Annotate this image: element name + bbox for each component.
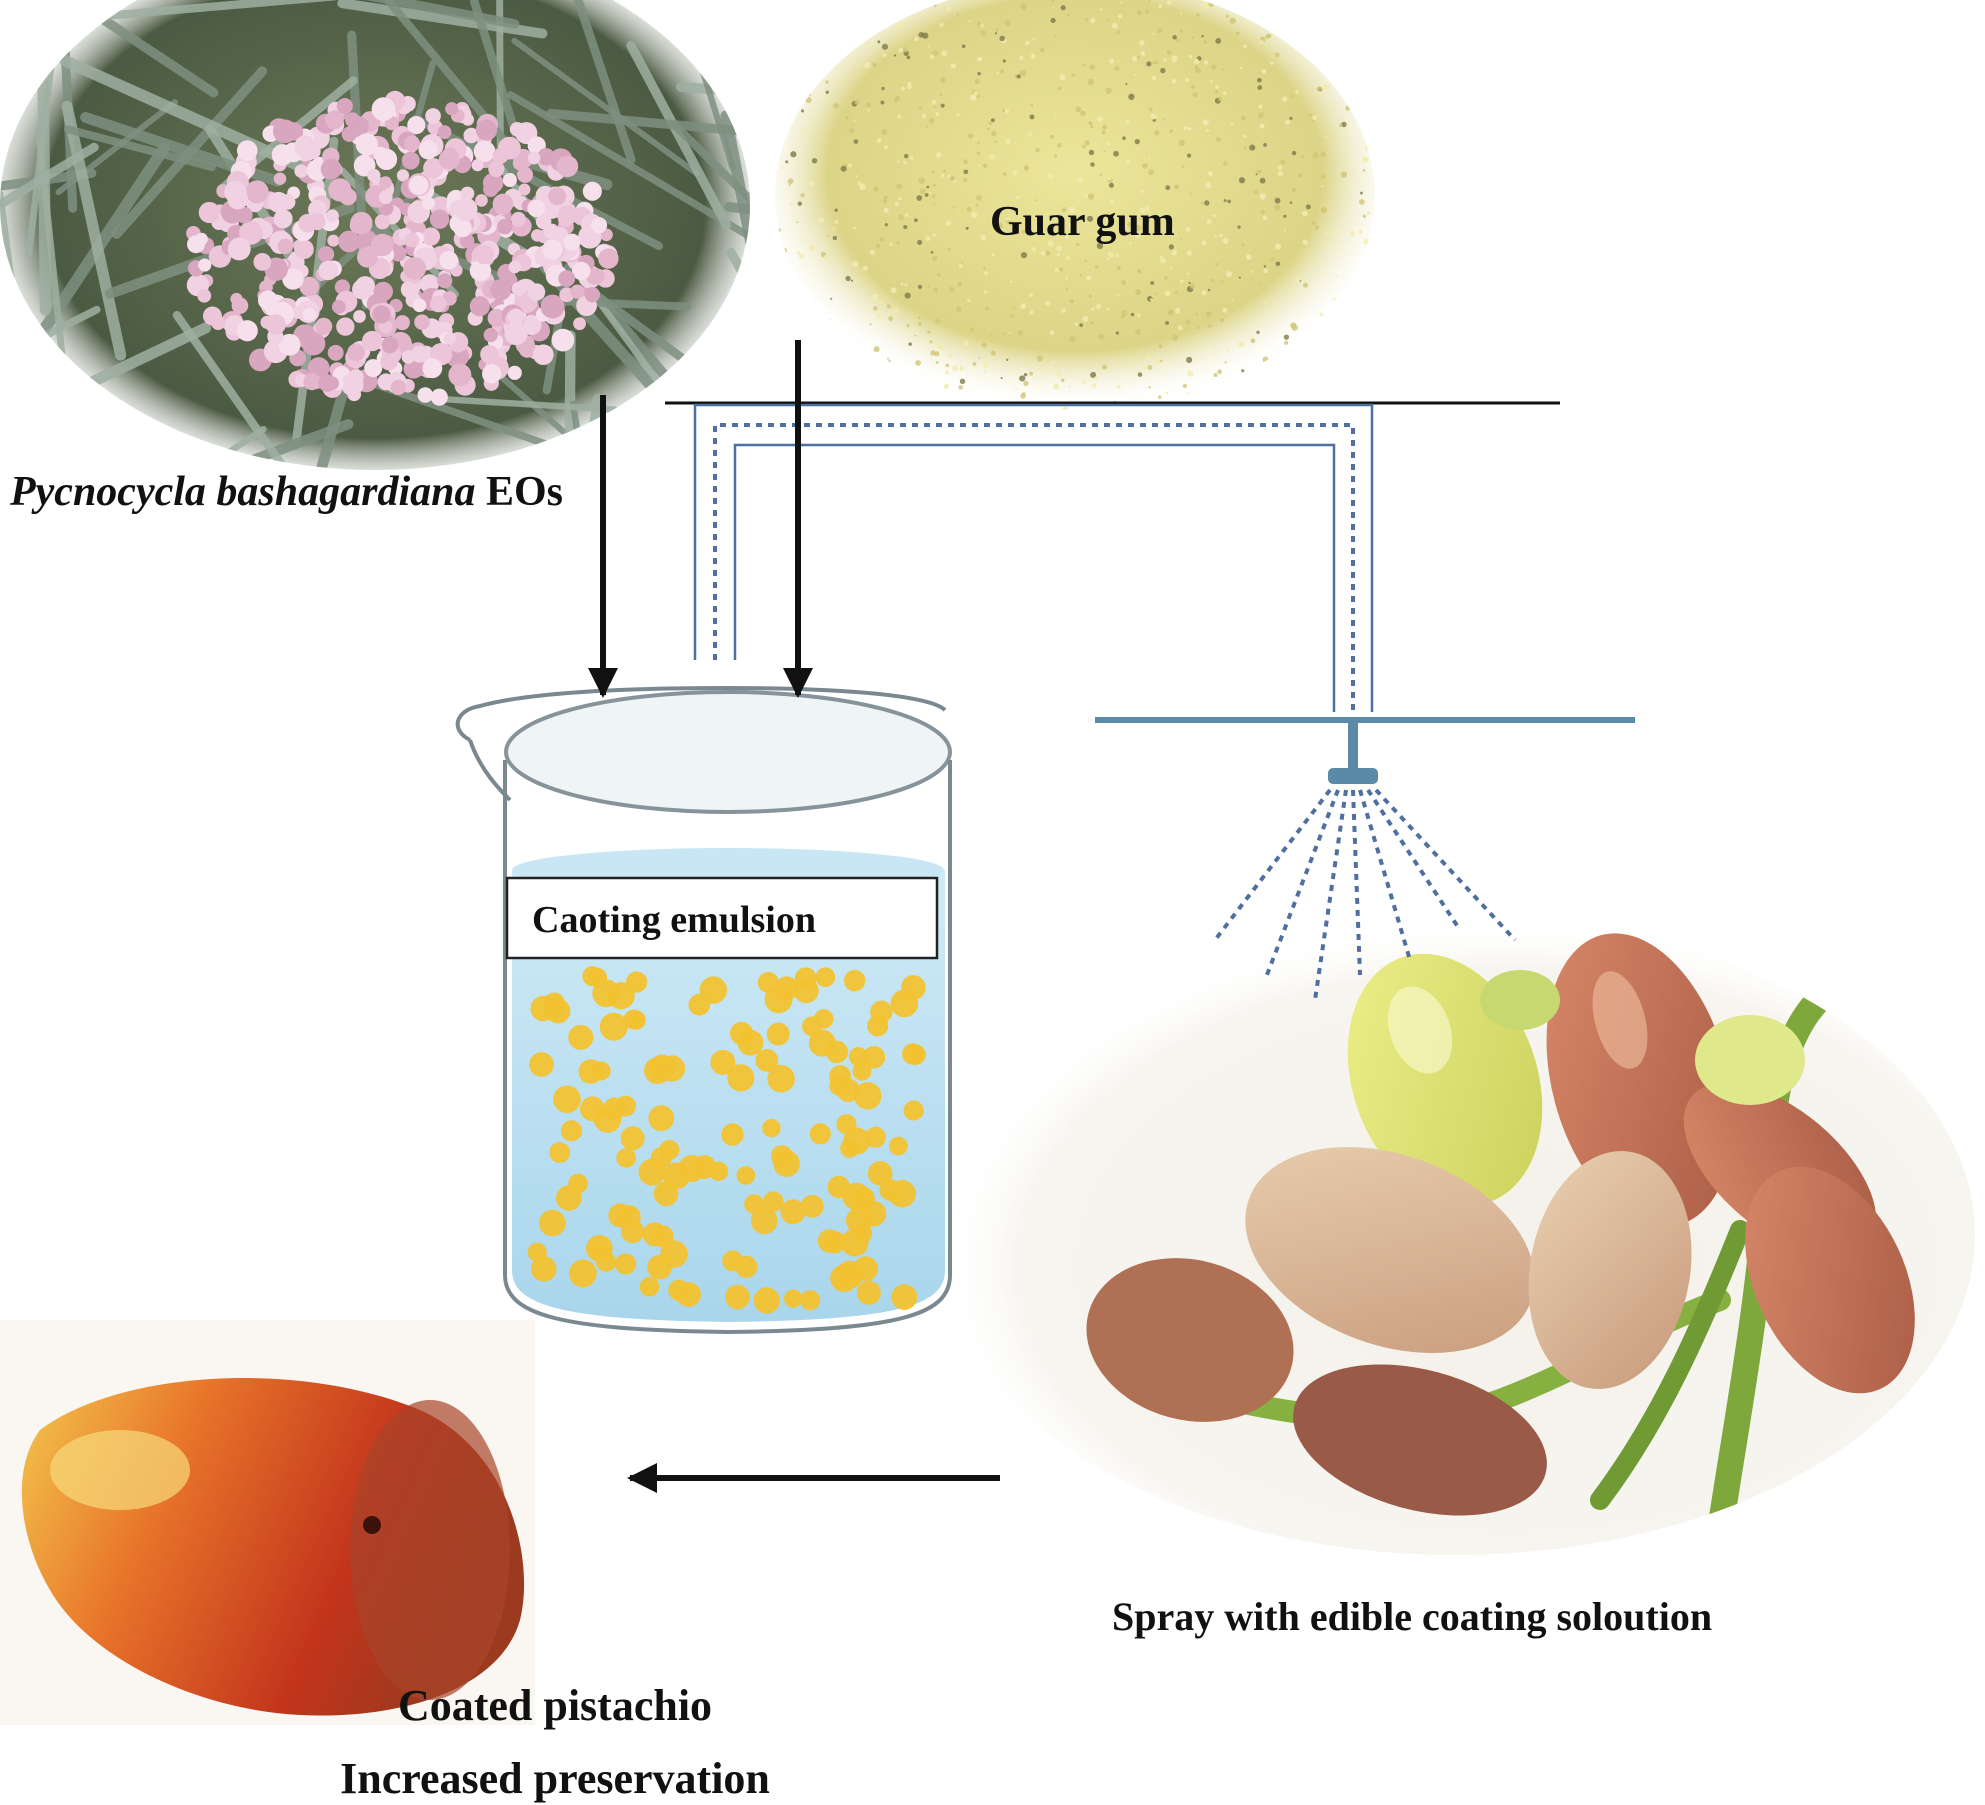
plant-photo — [0, 0, 750, 470]
plant-label-suffix: EOs — [475, 469, 563, 515]
beaker-icon — [455, 685, 952, 1335]
flow-arrows — [588, 340, 1000, 1493]
spray-label: Spray with edible coating soloution — [1112, 1594, 1712, 1639]
spray-nozzle-icon — [1095, 717, 1635, 1001]
spray-pipe — [665, 401, 1560, 712]
result-label-line2: Increased preservation — [340, 1754, 770, 1803]
beaker-label-box — [505, 876, 939, 960]
plant-label-species: Pycnocycla bashagardiana — [9, 469, 475, 515]
pistachio-photo — [935, 915, 1975, 1555]
guar-gum-powder — [775, 0, 1375, 410]
coated-pistachio-photo — [0, 1320, 535, 1725]
guar-label: Guar gum — [990, 199, 1175, 245]
result-label-line1: Coated pistachio — [398, 1681, 712, 1730]
plant-label: Pycnocycla bashagardiana EOs — [9, 469, 563, 515]
beaker-label: Caoting emulsion — [532, 899, 816, 941]
